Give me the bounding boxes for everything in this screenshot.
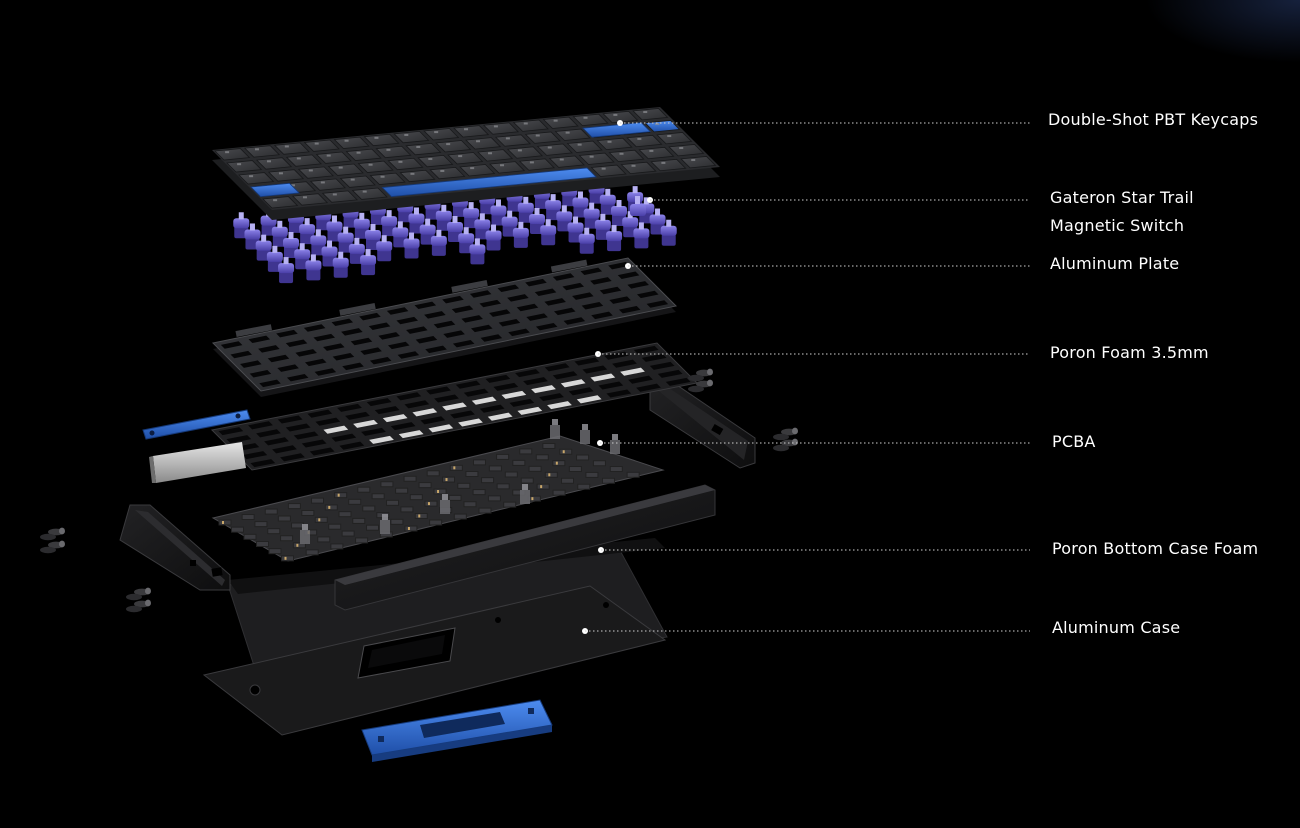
screws-art: [40, 368, 798, 613]
label-plate-foam: Poron Foam 3.5mm: [1050, 343, 1209, 362]
label-keycaps: Double-Shot PBT Keycaps: [1048, 110, 1259, 129]
label-case: Aluminum Case: [1052, 618, 1181, 637]
label-pcba: PCBA: [1052, 432, 1096, 451]
case-side-left-art: [119, 504, 231, 591]
label-switches-line-2: Magnetic Switch: [1050, 216, 1185, 235]
blue-bottom-part-art: [361, 699, 553, 762]
label-plate: Aluminum Plate: [1050, 254, 1180, 273]
label-switches: Gateron Star Trail Magnetic Switch: [1050, 184, 1194, 240]
keycaps-art: [212, 107, 720, 220]
aluminum-plate-art: [211, 257, 678, 397]
leader-lines: [582, 120, 1030, 634]
bar-parts-art: [142, 409, 251, 483]
label-switches-line-1: Gateron Star Trail: [1050, 188, 1194, 207]
label-bottom-foam: Poron Bottom Case Foam: [1052, 539, 1259, 558]
pcba-art: [211, 419, 665, 562]
poron-bottom-case-foam-art: [228, 484, 716, 611]
poron-foam-art: [210, 342, 699, 471]
